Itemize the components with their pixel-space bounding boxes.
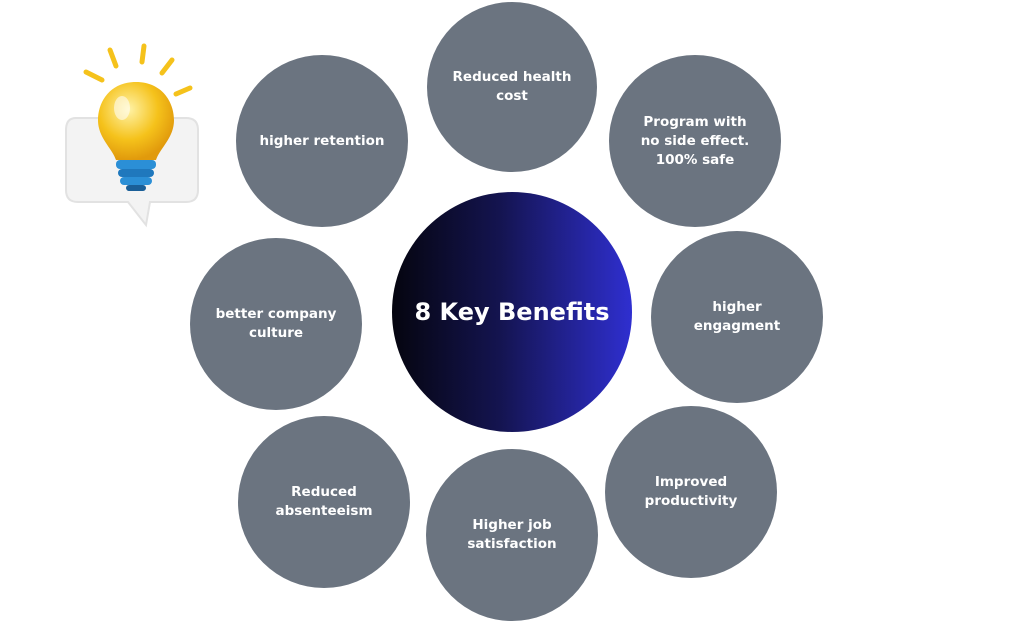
- center-circle: 8 Key Benefits: [392, 192, 632, 432]
- benefit-improved-productivity: Improved productivity: [605, 406, 777, 578]
- benefit-better-company-culture: better company culture: [190, 238, 362, 410]
- benefit-higher-engagement: higher engagment: [651, 231, 823, 403]
- benefit-higher-job-satisfaction: Higher job satisfaction: [426, 449, 598, 621]
- center-title: 8 Key Benefits: [414, 298, 610, 326]
- benefit-label: higher engagment: [693, 299, 781, 334]
- benefit-label: Program with no side effect. 100% safe: [640, 113, 750, 168]
- benefit-higher-retention: higher retention: [236, 55, 408, 227]
- benefit-label: Reduced health cost: [452, 69, 572, 104]
- lightbulb-speech-bubble-icon: [65, 43, 199, 228]
- benefit-reduced-absenteeism: Reduced absenteeism: [238, 416, 410, 588]
- benefit-program-no-side-effect: Program with no side effect. 100% safe: [609, 55, 781, 227]
- benefit-reduced-health-cost: Reduced health cost: [427, 2, 597, 172]
- benefit-label: better company culture: [215, 306, 337, 341]
- benefit-label: Reduced absenteeism: [275, 484, 373, 519]
- benefit-label: higher retention: [259, 132, 385, 149]
- benefit-label: Improved productivity: [644, 474, 738, 509]
- benefit-label: Higher job satisfaction: [467, 517, 557, 552]
